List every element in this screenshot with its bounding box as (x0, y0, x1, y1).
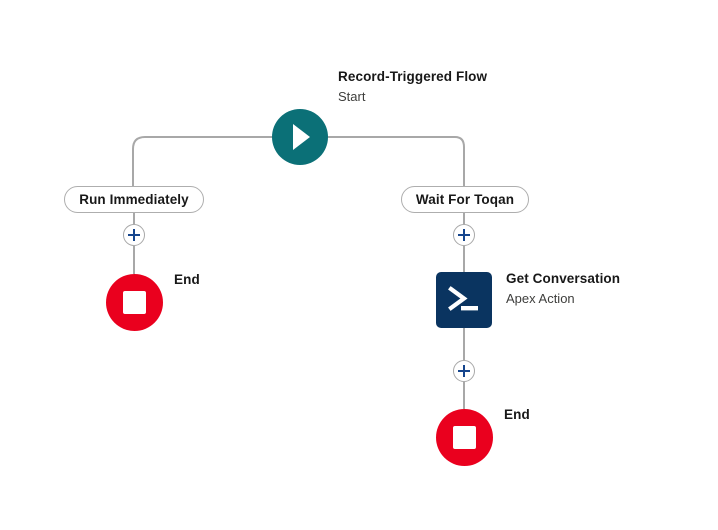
start-node-header: Record-Triggered Flow Start (338, 68, 487, 106)
branch-label-text: Wait For Toqan (415, 192, 515, 207)
end-node-run-immediately[interactable] (106, 274, 163, 331)
end-node-label: End (504, 407, 530, 422)
apex-action-title: Get Conversation (506, 271, 621, 286)
terminal-prompt-icon (448, 286, 478, 311)
start-subtitle: Start (338, 89, 366, 104)
apex-action-subtitle: Apex Action (506, 291, 575, 306)
add-element-button-run-immediately[interactable] (123, 224, 145, 246)
branch-label-run-immediately[interactable]: Run Immediately (64, 186, 204, 213)
add-element-button-after-apex[interactable] (453, 360, 475, 382)
branch-label-text: Run Immediately (79, 192, 189, 207)
end-node-wait-for-toqan[interactable] (436, 409, 493, 466)
branch-label-wait-for-toqan[interactable]: Wait For Toqan (401, 186, 529, 213)
apex-action-node[interactable] (436, 272, 492, 328)
play-icon (293, 124, 310, 150)
start-title: Record-Triggered Flow (338, 69, 488, 84)
apex-action-header: Get Conversation Apex Action (506, 270, 620, 308)
end-node-label: End (174, 272, 200, 287)
start-node[interactable] (272, 109, 328, 165)
add-element-button-wait-for-toqan[interactable] (453, 224, 475, 246)
